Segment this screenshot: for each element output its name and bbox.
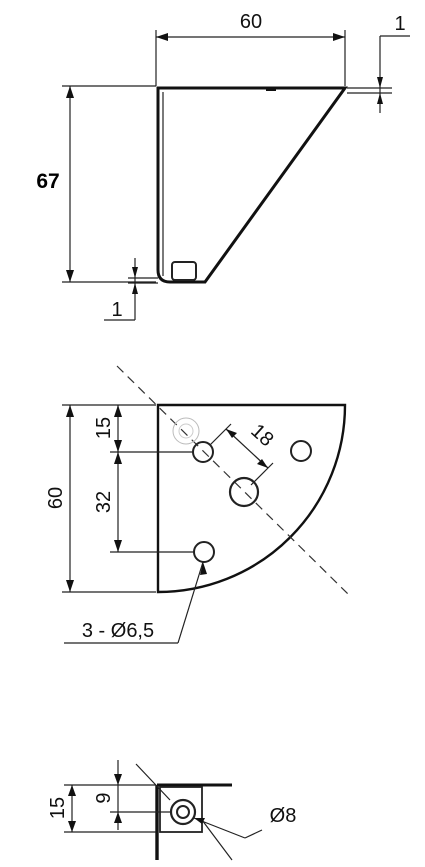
side-thk-top-label: 1 [394,13,405,35]
side-height-label: 67 [36,170,59,193]
front-hole-arrow [194,818,205,824]
top-view-centerline [116,365,349,595]
top-spacing-arrow-1 [114,452,122,464]
top-view-texture-mark [172,417,200,445]
front-hole-leader-2 [244,829,263,839]
top-view-hole-3 [193,541,215,563]
top-diag-ext-1 [209,423,232,446]
top-height-arrow-bottom [66,580,74,592]
side-width-label: 60 [240,11,262,33]
top-diag-ext-2 [250,462,274,486]
top-view: 60 15 32 18 3 - Ø6,5 [45,365,349,644]
side-width-arrow-left [156,33,168,41]
side-thk-bot-label: 1 [111,299,122,321]
front-center-arrow-bottom [114,812,122,823]
side-width-arrow-right [333,33,345,41]
top-diag-arrow-2 [257,459,268,468]
side-view-foot [171,261,197,281]
front-view: 15 9 Ø8 [47,760,297,861]
front-view-hole-inner [176,805,190,819]
top-spacing-arrow-2 [114,540,122,552]
side-height-arrow-bottom [66,270,74,282]
top-callout-label: 3 - Ø6,5 [82,620,154,642]
front-hole-label: Ø8 [270,805,297,827]
front-view-diagonal [135,763,171,801]
top-offset-arrow-2 [114,440,122,452]
side-thk-top-arrow-2 [377,93,383,104]
side-view: 60 1 67 1 [36,11,410,321]
top-view-texture-mark-2 [178,423,194,439]
front-view-foot [159,786,203,833]
top-callout-arrow [200,562,207,575]
front-height-label: 15 [47,797,69,819]
front-height-arrow-top [68,785,76,796]
top-diag-label: 18 [246,420,277,451]
top-height-arrow-top [66,405,74,417]
top-diag-arrow-1 [226,429,237,438]
side-thk-bot-arrow-1 [132,267,138,278]
side-thk-top-arrow-1 [377,77,383,88]
top-callout-leader [177,561,204,644]
front-center-arrow-top [114,774,122,785]
top-spacing-label: 32 [93,491,115,513]
top-offset-label: 15 [93,417,115,439]
side-thk-bot-arrow-2 [132,283,138,294]
front-hole-leader-3 [201,819,233,861]
side-view-top-mark [266,87,276,91]
front-height-arrow-bottom [68,821,76,832]
side-view-outline [156,86,348,284]
top-view-hole-center [228,476,260,508]
top-view-hole-2 [290,440,312,462]
top-offset-arrow-1 [114,405,122,417]
top-height-label: 60 [45,487,67,509]
front-view-hole-outer [169,798,197,826]
front-center-label: 9 [93,792,115,803]
side-height-arrow-top [66,86,74,98]
